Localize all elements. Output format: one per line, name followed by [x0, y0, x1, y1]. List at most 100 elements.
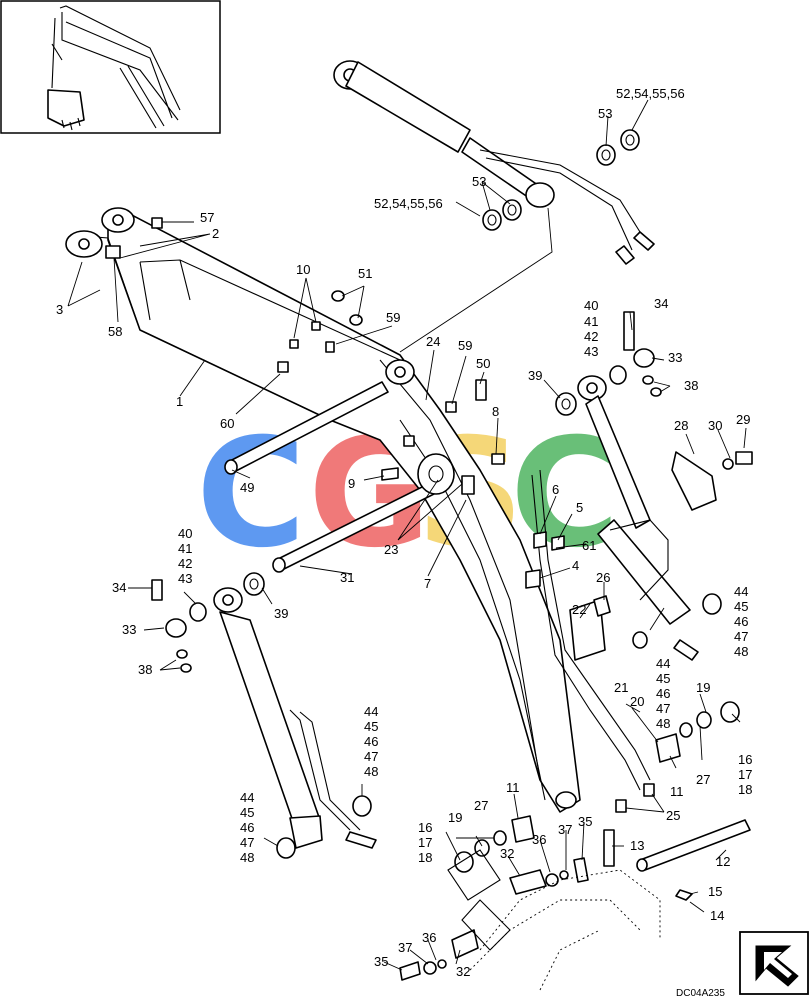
callout-47-b: 47 [240, 835, 254, 850]
callout-27-right: 27 [696, 772, 710, 787]
callout-35-lower: 35 [374, 954, 388, 969]
callout-34-left: 34 [112, 580, 126, 595]
callout-27-left: 27 [474, 798, 488, 813]
callout-16-right: 16 [738, 752, 752, 767]
drawing-code: DC04A235 [676, 988, 725, 999]
right-boom-cylinder [577, 375, 699, 661]
callout-3: 3 [56, 302, 63, 317]
callout-6: 6 [552, 482, 559, 497]
callout-60: 60 [220, 416, 234, 431]
callout-26: 26 [596, 570, 610, 585]
callout-58: 58 [108, 324, 122, 339]
callout-30: 30 [708, 418, 722, 433]
callout-8: 8 [492, 404, 499, 419]
callout-59-left: 59 [386, 310, 400, 325]
callout-22: 22 [572, 602, 586, 617]
callout-18-right: 18 [738, 782, 752, 797]
excavator-inset-thumbnail [0, 0, 221, 134]
callout-45-c: 45 [734, 599, 748, 614]
callout-36-upper: 36 [532, 832, 546, 847]
callout-42-left: 42 [178, 556, 192, 571]
callout-48-a: 48 [364, 764, 378, 779]
mount-base-outline [447, 849, 661, 991]
callout-46-b: 46 [240, 820, 254, 835]
callout-51: 51 [358, 266, 372, 281]
callout-48-c: 48 [734, 644, 748, 659]
callout-4: 4 [572, 558, 579, 573]
direction-arrow-icon [739, 931, 809, 995]
callout-14: 14 [710, 908, 724, 923]
callout-33-left: 33 [122, 622, 136, 637]
callout-48-d: 48 [656, 716, 670, 731]
callout-52-54-55-56-top: 52,54,55,56 [616, 86, 685, 101]
callout-19-right: 19 [696, 680, 710, 695]
callout-45-d: 45 [656, 671, 670, 686]
callout-32-upper: 32 [500, 846, 514, 861]
callout-18-left: 18 [418, 850, 432, 865]
callout-25: 25 [666, 808, 680, 823]
callout-40-right: 40 [584, 298, 598, 313]
callout-5: 5 [576, 500, 583, 515]
callout-46-c: 46 [734, 614, 748, 629]
callout-28: 28 [674, 418, 688, 433]
callout-31: 31 [340, 570, 354, 585]
callout-37-lower: 37 [398, 940, 412, 955]
callout-38-right: 38 [684, 378, 698, 393]
callout-43-left: 43 [178, 571, 192, 586]
callout-13: 13 [630, 838, 644, 853]
seal-rings-top [482, 129, 640, 231]
callout-29: 29 [736, 412, 750, 427]
callout-43-right: 43 [584, 344, 598, 359]
callout-12: 12 [716, 854, 730, 869]
callout-11-left: 11 [506, 780, 520, 795]
small-parts [105, 217, 753, 981]
callout-33-right: 33 [668, 350, 682, 365]
callout-52-54-55-56-middle: 52,54,55,56 [374, 196, 443, 211]
callout-10: 10 [296, 262, 310, 277]
callout-53-top: 53 [598, 106, 612, 121]
callout-49: 49 [240, 480, 254, 495]
callout-39-right: 39 [528, 368, 542, 383]
callout-50: 50 [476, 356, 490, 371]
callout-36-lower: 36 [422, 930, 436, 945]
arm-cylinder [333, 60, 655, 265]
callout-44-c: 44 [734, 584, 748, 599]
callout-17-right: 17 [738, 767, 752, 782]
callout-42-right: 42 [584, 329, 598, 344]
callout-47-d: 47 [656, 701, 670, 716]
callout-7: 7 [424, 576, 431, 591]
callout-35-upper: 35 [578, 814, 592, 829]
callout-41-left: 41 [178, 541, 192, 556]
callout-15: 15 [708, 884, 722, 899]
left-boom-cylinder [213, 587, 377, 849]
callout-48-b: 48 [240, 850, 254, 865]
callout-17-left: 17 [418, 835, 432, 850]
callout-1: 1 [176, 394, 183, 409]
callout-41-right: 41 [584, 314, 598, 329]
callout-59-right: 59 [458, 338, 472, 353]
callout-44-b: 44 [240, 790, 254, 805]
callout-44-d: 44 [656, 656, 670, 671]
callout-44-a: 44 [364, 704, 378, 719]
callout-37-upper: 37 [558, 822, 572, 837]
callout-45-b: 45 [240, 805, 254, 820]
callout-20: 20 [630, 694, 644, 709]
callout-39-left: 39 [274, 606, 288, 621]
callout-46-d: 46 [656, 686, 670, 701]
callout-40-left: 40 [178, 526, 192, 541]
leader-lines [67, 99, 747, 971]
callout-34-right: 34 [654, 296, 668, 311]
callout-21: 21 [614, 680, 628, 695]
callout-24: 24 [426, 334, 440, 349]
callout-57: 57 [200, 210, 214, 225]
callout-38-left: 38 [138, 662, 152, 677]
callout-46-a: 46 [364, 734, 378, 749]
callout-23: 23 [384, 542, 398, 557]
callout-32-lower: 32 [456, 964, 470, 979]
callout-2: 2 [212, 226, 219, 241]
part-callouts: 1 57 2 3 58 10 51 59 60 24 59 50 8 49 9 … [56, 86, 752, 979]
callout-47-c: 47 [734, 629, 748, 644]
callout-47-a: 47 [364, 749, 378, 764]
boom-pins [224, 381, 751, 872]
